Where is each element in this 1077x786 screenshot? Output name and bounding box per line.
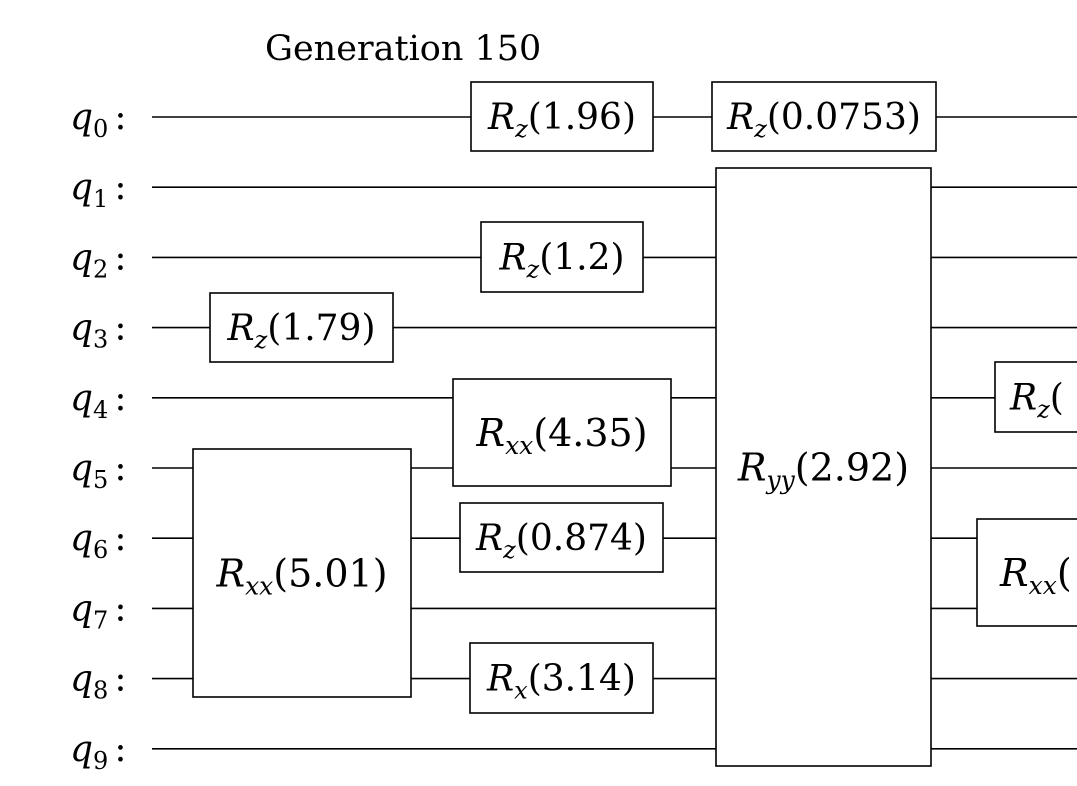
gate-rz-q6: Rz(0.874) xyxy=(459,502,664,573)
gate-box xyxy=(192,448,412,698)
gate-box xyxy=(459,502,664,573)
qubit-label-q5: q5: xyxy=(70,448,126,494)
gate-rz-q0: Rz(1.96) xyxy=(470,81,654,152)
gate-label: Rxx( xyxy=(999,551,1072,600)
gate-box xyxy=(994,361,1077,433)
gate-ryy-q1-q9: Ryy(2.92) xyxy=(715,167,932,767)
gate-rz-q0b: Rz(0.0753) xyxy=(711,81,937,152)
gate-label: Rxx(4.35) xyxy=(475,411,647,460)
gate-box xyxy=(711,81,937,152)
qubit-label-q1: q1: xyxy=(70,167,126,213)
gate-box xyxy=(976,518,1077,627)
gates: Rz(1.79) Rxx(5.01) Rz(1.96) Rz(1.2) Rxx(4.35… xyxy=(192,81,1077,767)
gate-box xyxy=(209,292,394,363)
gate-box xyxy=(452,378,672,487)
qubit-label-q0: q0: xyxy=(70,97,126,143)
qubit-label-q3: q3: xyxy=(70,308,126,354)
gate-label: Rx(3.14) xyxy=(486,659,636,705)
qubit-label-q4: q4: xyxy=(70,378,126,424)
qubit-label-q6: q6: xyxy=(70,518,126,564)
gate-rxx-q6-q7-partial: Rxx( xyxy=(976,518,1077,627)
gate-rxx-q4-q5: Rxx(4.35) xyxy=(452,378,672,487)
gate-rxx-q5-q8: Rxx(5.01) xyxy=(192,448,412,698)
gate-label: Rz(1.2) xyxy=(498,238,624,284)
gate-box xyxy=(715,167,932,767)
gate-rz-q4-partial: Rz( xyxy=(994,361,1077,433)
gate-label: Rz(0.874) xyxy=(475,518,647,564)
gate-rz-q2: Rz(1.2) xyxy=(480,221,644,293)
qubit-label-q2: q2: xyxy=(70,237,126,283)
gate-box xyxy=(469,642,654,714)
gate-label: Rz(1.79) xyxy=(226,308,375,354)
qubit-label-q7: q7: xyxy=(70,588,126,634)
gate-label: Rxx(5.01) xyxy=(215,551,387,600)
gate-box xyxy=(480,221,644,293)
gate-label: Rz(0.0753) xyxy=(726,97,921,143)
gate-rx-q8: Rx(3.14) xyxy=(469,642,654,714)
gate-label: Rz( xyxy=(1009,378,1064,424)
qubit-label-q8: q8: xyxy=(70,659,126,705)
gate-label: Rz(1.96) xyxy=(487,97,636,143)
gate-rz-q3: Rz(1.79) xyxy=(209,292,394,363)
gate-box xyxy=(470,81,654,152)
diagram-title: Generation 150 xyxy=(265,29,541,69)
qubit-label-q9: q9: xyxy=(70,729,126,775)
gate-label: Ryy(2.92) xyxy=(737,445,909,494)
qubit-labels: q0: q1: q2: q3: q4: q5: q6: q7: q8: q9: xyxy=(70,97,126,775)
